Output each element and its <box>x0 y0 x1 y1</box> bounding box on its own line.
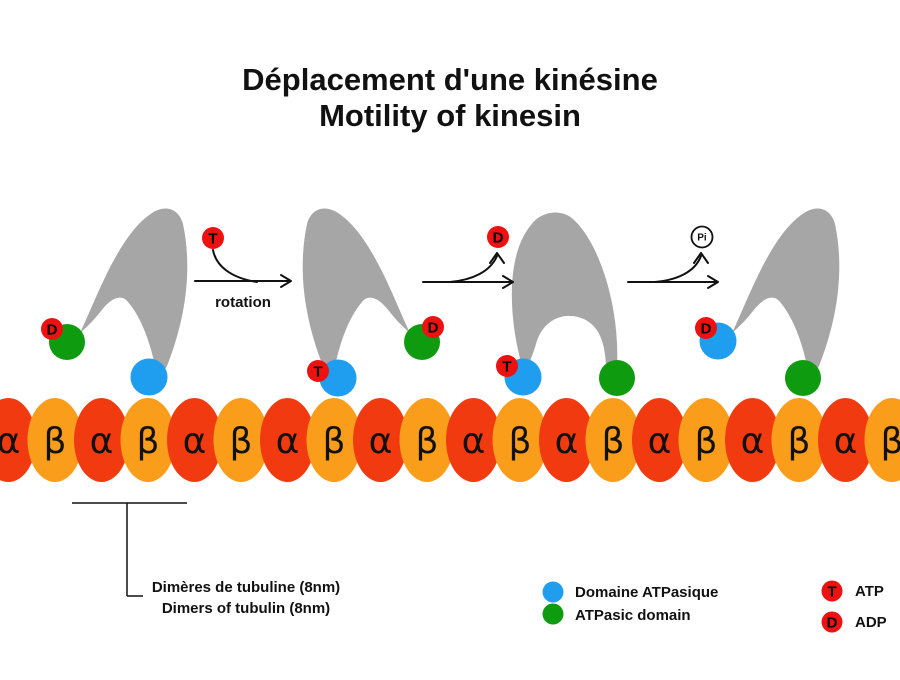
tubulin-subunit-beta <box>864 398 900 482</box>
tubulin-label: α <box>462 421 486 462</box>
legend-atp-letter: T <box>827 583 836 600</box>
dimer-caption-line1: Dimères de tubuline (8nm) <box>152 579 340 596</box>
tubulin-label: β <box>44 421 67 462</box>
kinesin-4-adp-badge: D <box>695 317 717 339</box>
kinesin-1-body <box>80 208 188 371</box>
tubulin-label: α <box>183 421 207 462</box>
legend-adp-label: ADP <box>855 614 887 631</box>
adp-letter: D <box>47 321 58 338</box>
atp-circle <box>496 355 518 377</box>
tubulin-subunit-alpha <box>725 398 780 482</box>
adp-letter: D <box>428 319 439 336</box>
legend-atp-label: ATP <box>855 583 884 600</box>
tubulin-subunit-alpha <box>818 398 873 482</box>
kinesin-1-atpase-blue-head <box>130 358 168 396</box>
dimer-bracket <box>72 502 187 597</box>
kinesin-2-adp-badge: D <box>422 316 444 338</box>
tubulin-subunit-alpha <box>353 398 408 482</box>
legend-green-swatch <box>542 603 564 625</box>
legend-green-label: ATPasic domain <box>575 607 691 624</box>
tubulin-subunit-beta <box>27 398 83 482</box>
tubulin-label: α <box>648 421 672 462</box>
legend-adp-letter: D <box>827 614 838 631</box>
dimer-caption-line2: Dimers of tubulin (8nm) <box>162 600 330 617</box>
tubulin-label: β <box>788 421 811 462</box>
arrowhead-up <box>693 252 709 264</box>
tubulin-label: α <box>834 421 858 462</box>
atp-letter: T <box>502 358 511 375</box>
tubulin-subunit-beta <box>120 398 176 482</box>
tubulin-label: α <box>276 421 300 462</box>
kinesin-2-atp-badge: T <box>307 360 329 382</box>
rotation-label: rotation <box>215 294 271 311</box>
tubulin-subunit-beta <box>585 398 641 482</box>
released-adp-circle <box>487 226 509 248</box>
adp-circle <box>695 317 717 339</box>
diagram-title-line2: Motility of kinesin <box>319 98 581 133</box>
free-atp-letter: T <box>208 230 217 247</box>
step-arrow-3: Pi <box>627 225 719 289</box>
tubulin-subunit-beta <box>492 398 548 482</box>
pi-release-curve <box>654 255 702 283</box>
adp-letter: D <box>701 320 712 337</box>
tubulin-subunit-beta <box>213 398 269 482</box>
legend-adp-swatch <box>821 611 843 633</box>
atp-entry-curve <box>212 249 258 283</box>
tubulin-subunit-alpha <box>632 398 687 482</box>
free-atp-circle <box>202 227 224 249</box>
step-arrow-1: T rotation <box>194 227 292 311</box>
adp-release-curve <box>449 255 498 283</box>
tubulin-subunit-alpha <box>539 398 594 482</box>
adp-circle <box>41 318 63 340</box>
tubulin-label: β <box>230 421 253 462</box>
kinesin-2-body <box>302 208 410 371</box>
tubulin-subunit-beta <box>399 398 455 482</box>
dimer-annotation: Dimères de tubuline (8nm) Dimers of tubu… <box>72 502 340 617</box>
arrowhead-right <box>502 275 514 289</box>
tubulin-subunit-alpha <box>0 398 36 482</box>
arrowhead-right <box>707 275 719 289</box>
tubulin-label: β <box>509 421 532 462</box>
tubulin-subunit-alpha <box>74 398 129 482</box>
kinesin-3-body <box>511 212 618 371</box>
tubulin-subunit-alpha <box>446 398 501 482</box>
tubulin-label: β <box>416 421 439 462</box>
adp-circle <box>422 316 444 338</box>
tubulin-label: α <box>90 421 114 462</box>
step-arrow-2: D <box>422 226 514 289</box>
tubulin-subunit-alpha <box>260 398 315 482</box>
tubulin-label: α <box>0 421 20 462</box>
tubulin-label: β <box>881 421 900 462</box>
released-pi-circle <box>690 225 714 249</box>
kinesin-4-atpase-green-head <box>785 360 821 396</box>
tubulin-subunit-beta <box>306 398 362 482</box>
tubulin-subunit-alpha <box>167 398 222 482</box>
kinesin-3-atpase-green-head <box>599 360 635 396</box>
tubulin-label: β <box>602 421 625 462</box>
legend-blue-label: Domaine ATPasique <box>575 584 718 601</box>
tubulin-label: α <box>555 421 579 462</box>
arrowhead-up <box>489 252 505 264</box>
diagram-title-line1: Déplacement d'une kinésine <box>242 62 658 97</box>
legend-blue-swatch <box>542 581 564 603</box>
arrowhead-right <box>280 274 292 288</box>
tubulin-label: β <box>323 421 346 462</box>
tubulin-label: β <box>695 421 718 462</box>
kinesin-3-atp-badge: T <box>496 355 518 377</box>
atp-circle <box>307 360 329 382</box>
released-pi-label: Pi <box>697 233 707 244</box>
tubulin-label: β <box>137 421 160 462</box>
legend-atp-swatch <box>821 580 843 602</box>
kinesin-4-body <box>732 208 840 371</box>
tubulin-label: α <box>369 421 393 462</box>
tubulin-subunit-beta <box>771 398 827 482</box>
tubulin-subunit-beta <box>678 398 734 482</box>
kinesin-1-adp-badge: D <box>41 318 63 340</box>
legend: Domaine ATPasique ATPasic domain T ATP D… <box>542 580 887 633</box>
released-adp-letter: D <box>493 229 504 246</box>
tubulin-label: α <box>741 421 765 462</box>
atp-letter: T <box>313 363 322 380</box>
